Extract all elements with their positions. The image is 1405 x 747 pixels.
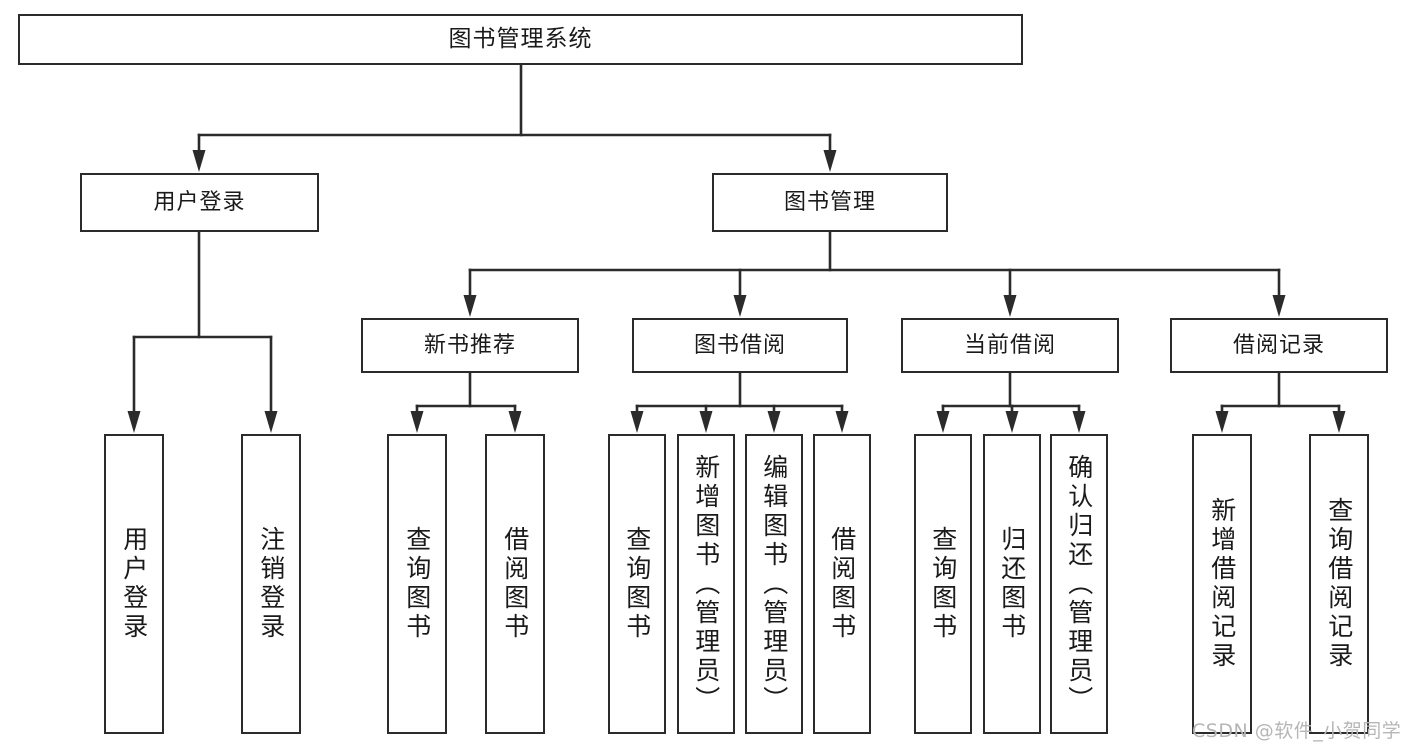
node-label-leaf-add-book: 新增图书（管理员）: [691, 453, 721, 715]
node-label-leaf-query-record: 查询借阅记录: [1324, 497, 1354, 671]
node-book-manage: 图书管理: [712, 173, 948, 232]
node-label-leaf-logout: 注销登录: [256, 526, 286, 642]
node-borrow-record: 借阅记录: [1170, 318, 1388, 373]
node-label-leaf-borrow-book: 借阅图书: [827, 526, 857, 642]
arrowhead-userlogin-to-leaves-1: [264, 411, 278, 433]
node-leaf-edit-book: 编辑图书（管理员）: [745, 434, 803, 734]
arrowhead-bookmanage-to-level3-1: [733, 295, 747, 317]
arrowhead-record-to-leaves-1: [1332, 411, 1346, 433]
node-leaf-query-book-rec: 查询图书: [387, 434, 447, 734]
node-label-leaf-borrow-book-rec: 借阅图书: [500, 526, 530, 642]
node-user-login: 用户登录: [80, 173, 319, 232]
node-book-borrow: 图书借阅: [632, 318, 848, 373]
node-label-leaf-edit-book: 编辑图书（管理员）: [759, 453, 789, 715]
arrowhead-bookmanage-to-level3-0: [463, 295, 477, 317]
node-leaf-confirm-return: 确认归还（管理员）: [1050, 434, 1108, 734]
node-label-leaf-query-book-rec: 查询图书: [402, 526, 432, 642]
node-leaf-add-record: 新增借阅记录: [1192, 434, 1252, 734]
node-leaf-add-book: 新增图书（管理员）: [677, 434, 735, 734]
node-label-book-borrow: 图书借阅: [693, 332, 786, 358]
node-leaf-borrow-book: 借阅图书: [813, 434, 871, 734]
node-leaf-logout: 注销登录: [241, 434, 301, 734]
arrowhead-userlogin-to-leaves-0: [127, 411, 141, 433]
arrowhead-current-to-leaves-0: [936, 411, 950, 433]
node-new-book-recommend: 新书推荐: [361, 318, 579, 373]
node-leaf-borrow-book-rec: 借阅图书: [485, 434, 545, 734]
node-label-leaf-query-book-borrow: 查询图书: [622, 526, 652, 642]
arrowhead-newbook-to-leaves-0: [410, 411, 424, 433]
node-label-borrow-record: 借阅记录: [1232, 332, 1325, 358]
node-label-leaf-query-book-cur: 查询图书: [928, 526, 958, 642]
node-label-leaf-confirm-return: 确认归还（管理员）: [1064, 453, 1094, 715]
node-label-current-borrow: 当前借阅: [963, 332, 1056, 358]
node-label-leaf-add-record: 新增借阅记录: [1207, 497, 1237, 671]
node-leaf-query-book-borrow: 查询图书: [608, 434, 666, 734]
arrowhead-borrow-to-leaves-2: [767, 411, 781, 433]
node-leaf-query-record: 查询借阅记录: [1309, 434, 1369, 734]
arrowhead-root-to-level2-1: [823, 150, 837, 172]
arrowhead-record-to-leaves-0: [1215, 411, 1229, 433]
node-current-borrow: 当前借阅: [901, 318, 1119, 373]
node-label-new-book-recommend: 新书推荐: [423, 332, 516, 358]
arrowhead-current-to-leaves-1: [1005, 411, 1019, 433]
arrowhead-bookmanage-to-level3-3: [1272, 295, 1286, 317]
node-label-leaf-return-book: 归还图书: [997, 526, 1027, 642]
arrowhead-current-to-leaves-2: [1072, 411, 1086, 433]
node-label-leaf-user-login: 用户登录: [119, 526, 149, 642]
node-leaf-query-book-cur: 查询图书: [914, 434, 972, 734]
arrowhead-bookmanage-to-level3-2: [1003, 295, 1017, 317]
node-leaf-user-login: 用户登录: [104, 434, 164, 734]
node-label-user-login: 用户登录: [153, 189, 246, 215]
node-leaf-return-book: 归还图书: [983, 434, 1041, 734]
node-label-book-manage: 图书管理: [783, 189, 876, 215]
node-label-root: 图书管理系统: [448, 25, 593, 52]
arrowhead-borrow-to-leaves-0: [630, 411, 644, 433]
arrowhead-newbook-to-leaves-1: [508, 411, 522, 433]
arrowhead-root-to-level2-0: [192, 150, 206, 172]
arrowhead-borrow-to-leaves-3: [835, 411, 849, 433]
arrowhead-borrow-to-leaves-1: [699, 411, 713, 433]
node-root: 图书管理系统: [18, 14, 1023, 65]
